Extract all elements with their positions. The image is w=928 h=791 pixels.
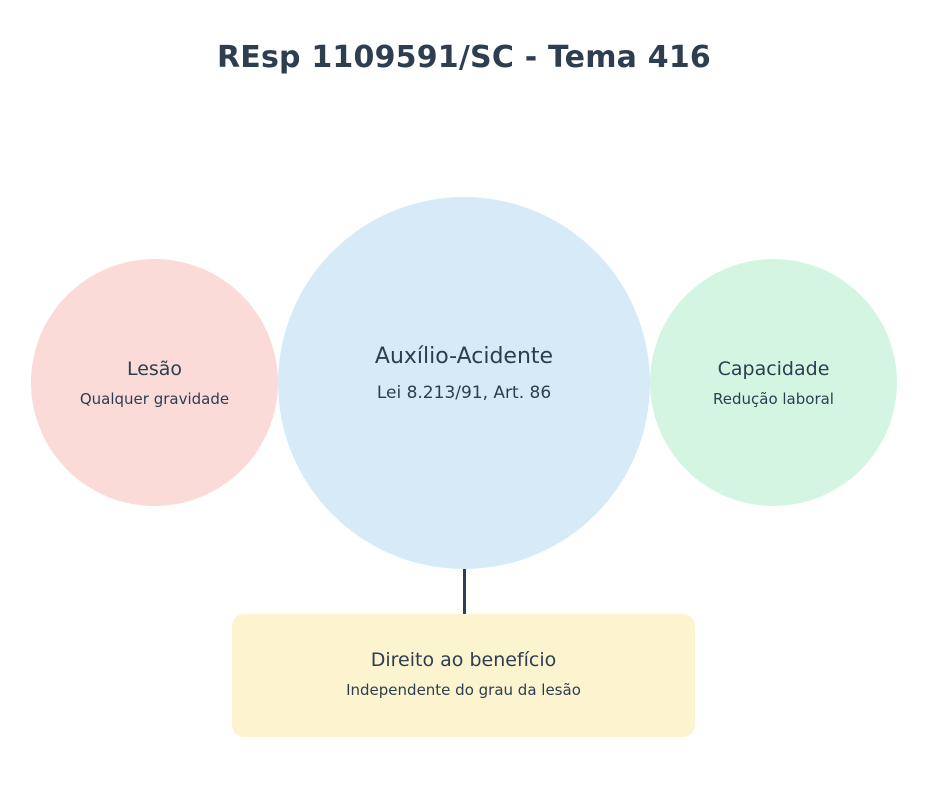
connector-bottom: [463, 568, 466, 614]
node-capacidade: Capacidade Redução laboral: [650, 259, 897, 506]
node-capacidade-subtitle: Redução laboral: [713, 389, 834, 408]
node-auxilio-acidente: Auxílio-Acidente Lei 8.213/91, Art. 86: [278, 197, 650, 569]
node-lesao: Lesão Qualquer gravidade: [31, 259, 278, 506]
node-direito-beneficio: Direito ao benefício Independente do gra…: [232, 614, 695, 737]
diagram-title: REsp 1109591/SC - Tema 416: [216, 40, 711, 75]
node-center-title: Auxílio-Acidente: [374, 343, 554, 369]
node-bottom-title: Direito ao benefício: [370, 648, 557, 671]
node-capacidade-title: Capacidade: [717, 357, 830, 380]
node-lesao-subtitle: Qualquer gravidade: [79, 389, 230, 408]
node-center-subtitle: Lei 8.213/91, Art. 86: [376, 382, 552, 403]
node-bottom-subtitle: Independente do grau da lesão: [346, 680, 581, 699]
node-lesao-title: Lesão: [126, 357, 183, 380]
